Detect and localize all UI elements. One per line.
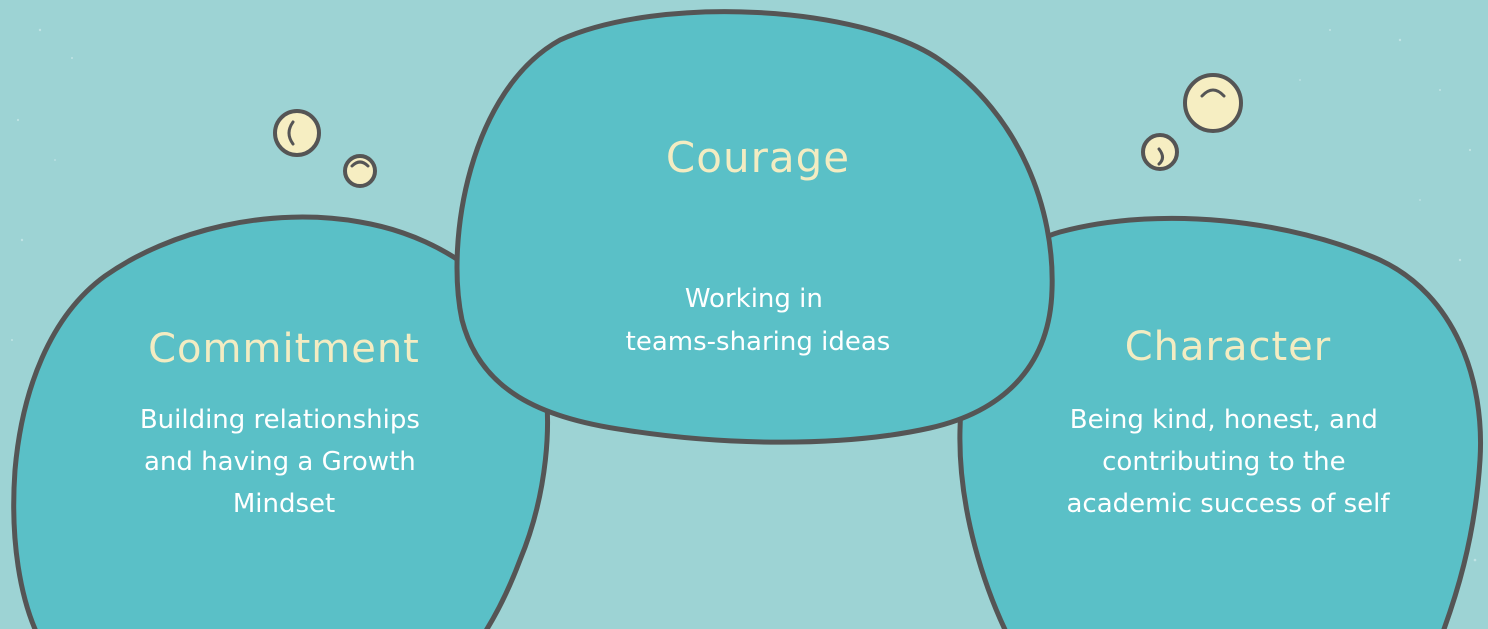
description-line: Being kind, honest, and — [1070, 405, 1378, 435]
description-line: and having a Growth — [144, 447, 416, 477]
description-line: Working in — [685, 284, 823, 314]
description-line: teams-sharing ideas — [626, 327, 891, 357]
description-line: academic success of self — [1067, 489, 1391, 519]
value-title-courage: Courage — [666, 133, 850, 182]
thought-bubbles-right — [1141, 73, 1243, 171]
bubble-large-right — [1183, 73, 1243, 133]
blob-courage — [454, 9, 1055, 445]
description-line: contributing to the — [1102, 447, 1345, 477]
value-description-character: Being kind, honest, and contributing to … — [1067, 405, 1391, 519]
blob-commitment — [11, 214, 550, 629]
bubble-large-left — [273, 109, 321, 157]
description-line: Building relationships — [140, 405, 420, 435]
description-line: Mindset — [233, 489, 335, 519]
value-title-character: Character — [1125, 324, 1331, 370]
value-description-courage: Working in teams-sharing ideas — [626, 284, 891, 357]
thought-bubbles-left — [273, 109, 377, 188]
bubble-small-left — [343, 154, 377, 188]
value-description-commitment: Building relationships and having a Grow… — [140, 405, 428, 519]
value-title-commitment: Commitment — [148, 326, 420, 372]
